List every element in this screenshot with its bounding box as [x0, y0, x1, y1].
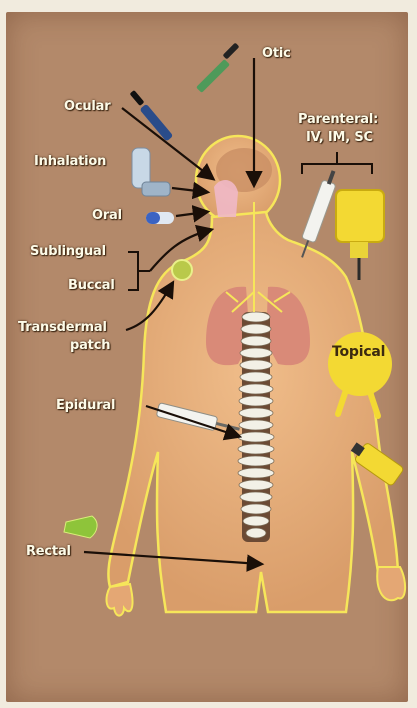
- label-epidural: Epidural: [56, 398, 115, 413]
- label-transdermal-line2: patch: [70, 338, 110, 353]
- iv-bag-icon: [336, 190, 384, 280]
- label-topical: Topical: [332, 344, 385, 360]
- label-oral: Oral: [92, 208, 122, 223]
- diagram-panel: Otic Ocular Parenteral: IV, IM, SC Inhal…: [6, 12, 408, 702]
- label-rectal: Rectal: [26, 544, 71, 559]
- right-hand: [377, 567, 405, 600]
- oral-arrow: [176, 212, 206, 216]
- sublingual-tablet-icon: [172, 260, 192, 280]
- label-transdermal-line1: Transdermal: [18, 320, 107, 335]
- label-otic: Otic: [262, 46, 291, 61]
- throat-region: [214, 180, 238, 217]
- label-parenteral-line1: Parenteral:: [298, 112, 378, 127]
- rectal-suppository-icon: [64, 516, 97, 538]
- parenteral-bracket: [302, 152, 372, 174]
- label-inhalation: Inhalation: [34, 154, 106, 169]
- ocular-dropper-icon: [130, 90, 174, 142]
- label-parenteral-line2: IV, IM, SC: [306, 130, 373, 145]
- label-buccal: Buccal: [68, 278, 115, 293]
- inhaler-icon: [132, 148, 170, 196]
- oral-capsule-icon: [146, 212, 174, 224]
- label-ocular: Ocular: [64, 99, 110, 114]
- left-hand: [107, 584, 133, 616]
- label-sublingual: Sublingual: [30, 244, 106, 259]
- otic-dropper-icon: [196, 43, 239, 93]
- sublingual-bracket: [128, 252, 150, 290]
- spine: [238, 312, 274, 542]
